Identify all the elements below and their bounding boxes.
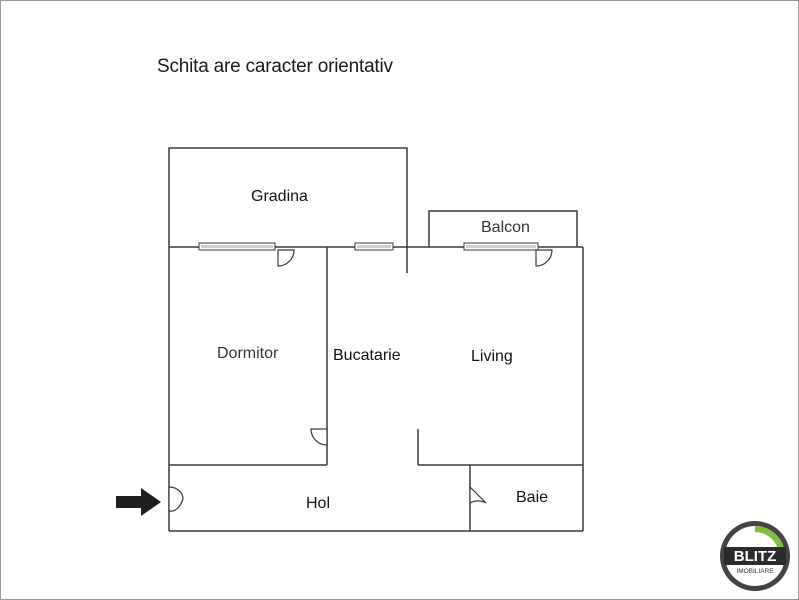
logo-sub-text: IMOBILIARE xyxy=(736,568,774,575)
room-label-balcon: Balcon xyxy=(481,219,530,236)
logo-band xyxy=(724,547,786,565)
blitz-logo: BLITZ IMOBILIARE xyxy=(720,521,790,591)
door-dormitor-garden xyxy=(277,249,295,267)
window-dormitor xyxy=(198,242,276,251)
room-label-gradina: Gradina xyxy=(251,188,308,205)
room-label-dormitor: Dormitor xyxy=(217,345,279,362)
room-label-bucatarie: Bucatarie xyxy=(333,347,401,364)
door-baie xyxy=(469,485,487,505)
disclaimer-caption: Schita are caracter orientativ xyxy=(157,56,393,77)
window-living xyxy=(463,242,539,251)
room-label-hol: Hol xyxy=(306,495,330,512)
door-dormitor-hol xyxy=(310,428,328,446)
garden-area xyxy=(168,147,408,273)
window-bucatarie xyxy=(354,242,394,251)
door-entrance xyxy=(168,486,184,512)
door-living-balcony xyxy=(535,249,553,267)
balcony-area xyxy=(428,210,578,247)
logo-brand-text: BLITZ xyxy=(734,548,777,565)
room-label-living: Living xyxy=(471,348,513,365)
entrance-arrow-icon xyxy=(116,488,161,516)
room-label-baie: Baie xyxy=(516,489,548,506)
